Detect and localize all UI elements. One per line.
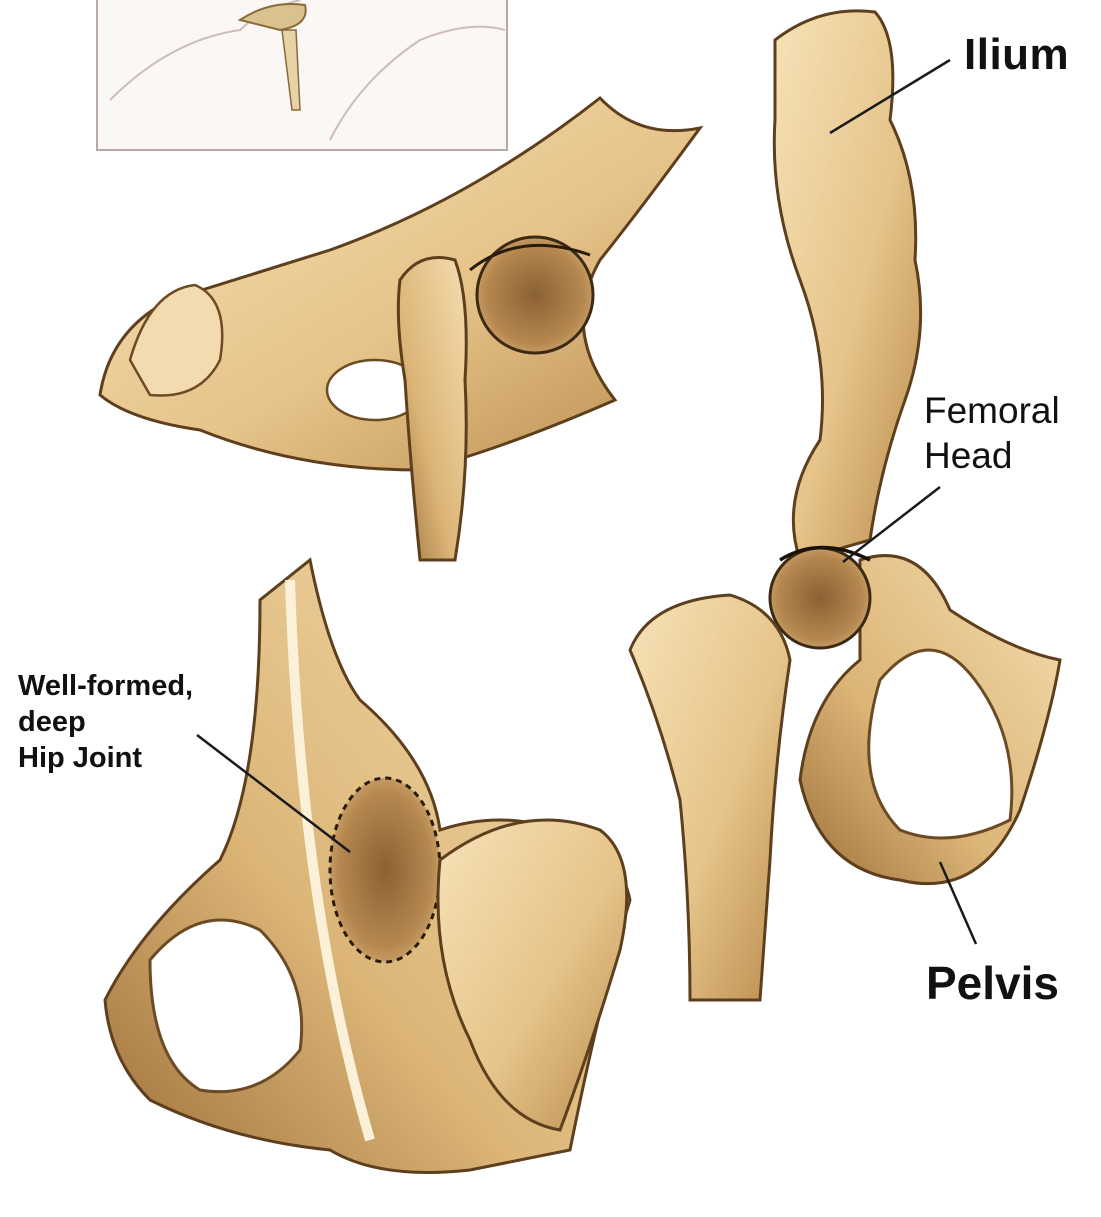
inset-frame <box>97 0 507 150</box>
hip-joint-socket <box>330 778 440 962</box>
femoral-head-label-line1: Femoral <box>924 388 1060 433</box>
hip-joint-label-line3: Hip Joint <box>18 740 193 776</box>
femoral-head-label: Femoral Head <box>924 388 1060 478</box>
ilium-shape <box>774 11 920 560</box>
hip-joint-label: Well-formed, deep Hip Joint <box>18 668 193 776</box>
hip-joint-label-line2: deep <box>18 704 193 740</box>
upper-hip-view <box>100 98 700 560</box>
femur-upper-shaft <box>398 258 466 561</box>
pelvis-label: Pelvis <box>926 956 1059 1010</box>
ilium-label: Ilium <box>964 30 1069 80</box>
femoral-head-right <box>770 548 870 648</box>
femoral-head-label-line2: Head <box>924 433 1060 478</box>
inset-sketch <box>97 0 507 150</box>
hip-joint-label-line1: Well-formed, <box>18 668 193 704</box>
lower-hip-view <box>105 560 630 1173</box>
right-hip-view <box>630 11 1060 1000</box>
femur-right-shaft <box>630 595 790 1000</box>
